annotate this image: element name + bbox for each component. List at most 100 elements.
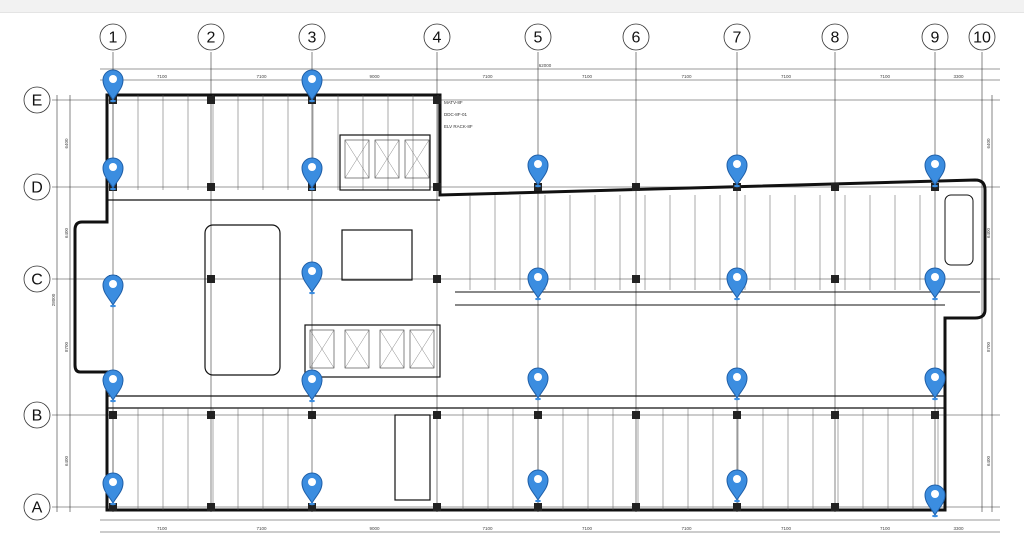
pin-hole: [733, 160, 741, 168]
structural-column: [534, 411, 542, 419]
viewer-top-bar: [0, 0, 1024, 13]
pin-hole: [534, 475, 542, 483]
pin-body: [102, 369, 124, 402]
elevator-cross: [374, 139, 400, 179]
grid-bubble-circle: [821, 23, 849, 51]
pin-hole: [534, 373, 542, 381]
structural-column: [109, 411, 117, 419]
grid-bubble-circle: [423, 23, 451, 51]
bay-width-label: 3300: [953, 74, 964, 79]
pin-shadow: [110, 502, 116, 506]
grid-bubble-label: E: [32, 93, 43, 110]
grid-bubble-circle: [723, 23, 751, 51]
grid-bubble-label: D: [31, 180, 43, 197]
pin-body: [102, 274, 124, 307]
bay-depth-label: 8700: [64, 341, 69, 352]
bay-depth-label: 6400: [64, 227, 69, 238]
pin-shadow: [110, 304, 116, 308]
pin-shadow: [734, 499, 740, 503]
map-marker-icon[interactable]: [924, 267, 946, 301]
map-marker-icon[interactable]: [527, 154, 549, 188]
map-marker-icon[interactable]: [924, 484, 946, 518]
elevator-cross: [344, 329, 370, 369]
bay-width-label: 7100: [880, 74, 891, 79]
pin-body: [527, 154, 549, 187]
map-marker-icon[interactable]: [527, 469, 549, 503]
core-room: [394, 414, 431, 501]
grid-bubble-label: 8: [831, 30, 840, 47]
map-marker-icon[interactable]: [102, 69, 124, 103]
map-marker-icon[interactable]: [301, 157, 323, 191]
structural-column: [632, 183, 640, 191]
map-marker-icon[interactable]: [726, 154, 748, 188]
bay-width-label: 7100: [256, 526, 267, 531]
map-marker-icon[interactable]: [102, 472, 124, 506]
structural-column: [831, 183, 839, 191]
grid-bubble-label: 3: [308, 30, 317, 47]
bay-width-label: 7100: [781, 74, 792, 79]
structural-column: [433, 96, 441, 104]
map-marker-icon[interactable]: [527, 267, 549, 301]
grid-bubble-circle: [921, 23, 949, 51]
grid-bubble-2: 2: [197, 23, 225, 51]
pin-body: [726, 267, 748, 300]
structural-column: [831, 275, 839, 283]
bay-width-label: 7100: [482, 74, 493, 79]
grid-bubble-label: 4: [433, 30, 442, 47]
bay-depth-label: 6400: [986, 138, 991, 149]
pin-shadow: [535, 499, 541, 503]
map-marker-icon[interactable]: [102, 157, 124, 191]
structural-column: [632, 503, 640, 511]
grid-bubble-A: A: [23, 493, 51, 521]
building-outline: [73, 93, 987, 512]
grid-bubble-circle: [622, 23, 650, 51]
pin-body: [726, 367, 748, 400]
elevator-shaft: [374, 139, 400, 179]
structural-column: [207, 183, 215, 191]
map-marker-icon[interactable]: [726, 367, 748, 401]
pin-shadow: [110, 187, 116, 191]
map-marker-icon[interactable]: [301, 472, 323, 506]
map-marker-icon[interactable]: [924, 154, 946, 188]
grid-bubble-label: 5: [534, 30, 543, 47]
pin-hole: [931, 273, 939, 281]
map-marker-icon[interactable]: [301, 369, 323, 403]
bay-width-label: 7100: [157, 74, 168, 79]
bay-width-label: 7100: [681, 74, 692, 79]
map-marker-icon[interactable]: [726, 469, 748, 503]
grid-bubble-label: A: [32, 500, 43, 517]
structural-column: [433, 183, 441, 191]
bay-width-label: 7100: [880, 526, 891, 531]
grid-bubble-label: 9: [931, 30, 940, 47]
map-marker-icon[interactable]: [301, 69, 323, 103]
core-room: [204, 224, 281, 376]
bay-depth-label: 6400: [64, 455, 69, 466]
map-marker-icon[interactable]: [102, 274, 124, 308]
map-marker-icon[interactable]: [924, 367, 946, 401]
pin-body: [301, 472, 323, 505]
grid-bubble-circle: [23, 86, 51, 114]
grid-bubble-circle: [23, 493, 51, 521]
bay-depth-label: 6400: [986, 227, 991, 238]
grid-bubble-E: E: [23, 86, 51, 114]
bay-width-label: 7100: [582, 74, 593, 79]
map-marker-icon[interactable]: [527, 367, 549, 401]
core-room: [341, 229, 413, 281]
overall-width-label: 62000: [539, 63, 552, 68]
map-marker-icon[interactable]: [301, 261, 323, 295]
structural-column: [308, 411, 316, 419]
bay-width-label: 7100: [681, 526, 692, 531]
structural-column: [308, 503, 316, 511]
map-marker-icon[interactable]: [102, 369, 124, 403]
pin-shadow: [309, 187, 315, 191]
structural-column: [207, 503, 215, 511]
grid-bubble-1: 1: [99, 23, 127, 51]
bay-width-label: 3300: [953, 526, 964, 531]
map-marker-icon[interactable]: [726, 267, 748, 301]
pin-shadow: [734, 297, 740, 301]
structural-column: [534, 503, 542, 511]
grid-bubble-circle: [298, 23, 326, 51]
grid-bubble-8: 8: [821, 23, 849, 51]
pin-shadow: [309, 291, 315, 295]
pin-shadow: [110, 399, 116, 403]
